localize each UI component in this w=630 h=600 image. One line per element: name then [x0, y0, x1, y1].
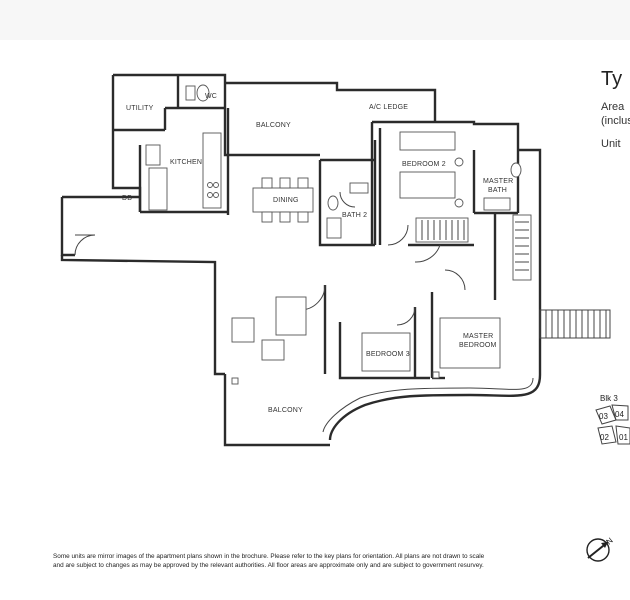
label-bedroom-3: BEDROOM 3: [366, 351, 410, 358]
top-background: [0, 0, 630, 40]
unit-label: Unit: [601, 138, 621, 150]
room-labels: UTILITY WC KITCHEN DB BALCONY A/C LEDGE …: [122, 93, 513, 414]
label-kitchen: KITCHEN: [170, 159, 202, 166]
north-label: N: [605, 536, 615, 547]
key-plan-unit-01: 01: [619, 433, 628, 442]
fixtures: [145, 84, 532, 385]
key-plan: Blk 3 03 04 02 01: [595, 394, 630, 445]
label-db: DB: [122, 195, 132, 202]
balcony-railing: [539, 309, 611, 339]
label-balcony-top: BALCONY: [256, 122, 291, 129]
label-balcony-bottom: BALCONY: [268, 407, 303, 414]
north-arrow-icon: N: [586, 536, 615, 562]
label-bath-2: BATH 2: [342, 212, 367, 219]
label-master-bedroom-line1: MASTER: [463, 333, 493, 340]
label-master-bath-line1: MASTER: [483, 178, 513, 185]
area-inclusion-label: (inclus: [601, 115, 630, 127]
label-ac-ledge: A/C LEDGE: [369, 104, 408, 111]
label-bedroom-2: BEDROOM 2: [402, 161, 446, 168]
key-plan-block: Blk 3: [600, 394, 618, 403]
label-wc: WC: [205, 93, 217, 100]
area-label: Area: [601, 101, 625, 113]
key-plan-unit-03: 03: [599, 412, 608, 421]
label-master-bath-line2: BATH: [488, 187, 507, 194]
key-plan-unit-04: 04: [615, 410, 624, 419]
outer-walls: [60, 73, 542, 447]
disclaimer-line-1: Some units are mirror images of the apar…: [53, 553, 485, 560]
label-master-bedroom-line2: BEDROOM: [459, 342, 497, 349]
doors: [74, 191, 466, 326]
disclaimer-line-2: and are subject to changes as may be app…: [53, 562, 484, 569]
label-utility: UTILITY: [126, 105, 154, 112]
plan-title: Ty: [601, 68, 622, 90]
key-plan-unit-02: 02: [600, 433, 609, 442]
interior-walls: [113, 75, 518, 380]
label-dining: DINING: [273, 197, 299, 204]
